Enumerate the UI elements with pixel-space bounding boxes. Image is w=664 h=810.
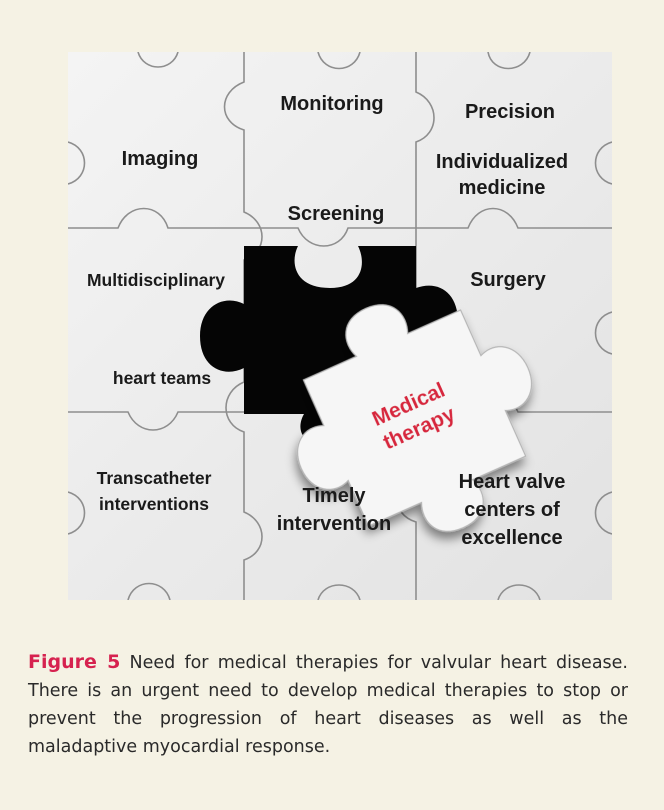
- label-imaging: Imaging: [122, 148, 199, 170]
- label-timely-line2: intervention: [277, 513, 391, 535]
- label-multidisciplinary: Multidisciplinary: [87, 270, 225, 290]
- label-individualized-line2: medicine: [459, 177, 546, 199]
- label-heart-valve-line2: centers of: [464, 499, 560, 521]
- label-surgery: Surgery: [470, 269, 546, 291]
- label-individualized-line1: Individualized: [436, 151, 568, 173]
- puzzle-image: Medical therapy Monitoring Precision Ima…: [68, 52, 612, 600]
- label-timely-line1: Timely: [303, 485, 367, 507]
- label-monitoring: Monitoring: [280, 93, 383, 115]
- label-heart-valve-line3: excellence: [461, 527, 562, 549]
- label-heart-teams: heart teams: [113, 368, 212, 388]
- figure-caption: Figure 5 Need for medical therapies for …: [28, 648, 628, 761]
- label-heart-valve-line1: Heart valve: [459, 471, 566, 493]
- label-screening: Screening: [288, 203, 385, 225]
- label-transcatheter-line2: interventions: [99, 494, 209, 514]
- label-transcatheter-line1: Transcatheter: [97, 468, 212, 488]
- figure-label: Figure 5: [28, 651, 120, 673]
- label-precision: Precision: [465, 101, 555, 123]
